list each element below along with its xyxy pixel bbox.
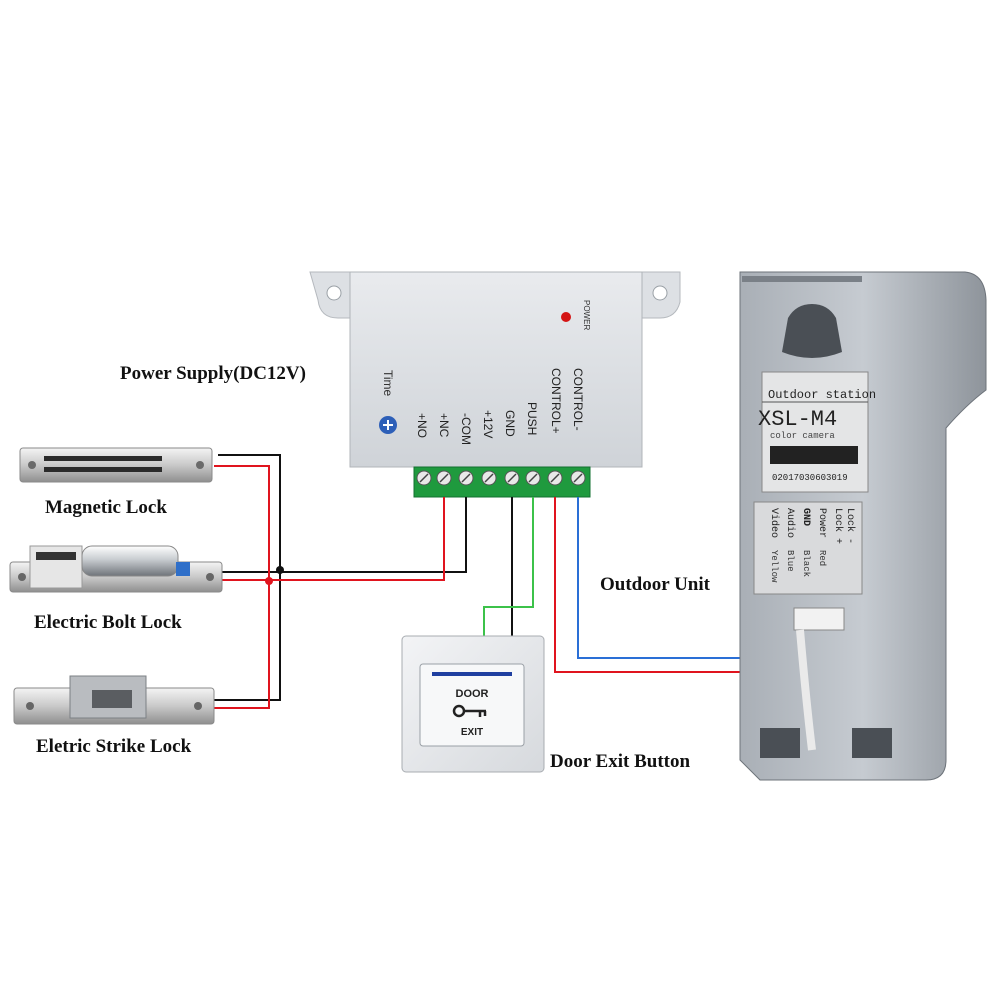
time-label: Time xyxy=(381,370,395,397)
wire-color-3: Black xyxy=(801,550,811,577)
electric-strike-lock xyxy=(13,675,215,725)
wire-color-5: Yellow xyxy=(769,550,779,583)
door-exit-button[interactable]: DOOR EXIT xyxy=(401,635,545,773)
terminal-label-12v: +12V xyxy=(481,410,495,438)
terminal-label-push: PUSH xyxy=(525,402,539,435)
power-led xyxy=(561,312,571,322)
time-knob-icon[interactable] xyxy=(379,416,397,434)
terminal-screw-slot-0 xyxy=(419,473,429,483)
terminal-label-nc: +NC xyxy=(437,413,451,438)
terminal-screw-slot-6 xyxy=(550,473,560,483)
key-icon xyxy=(452,704,487,718)
terminal-block xyxy=(413,466,591,498)
power-led-label: POWER xyxy=(582,300,591,330)
terminal-screw-slot-5 xyxy=(528,473,538,483)
terminal-screw-slot-1 xyxy=(439,473,449,483)
station-subtitle: color camera xyxy=(770,431,835,441)
station-title: Outdoor station xyxy=(768,388,876,402)
terminal-label-control-plus: CONTROL+ xyxy=(549,368,563,434)
wire-row-5: Video xyxy=(768,508,780,538)
wire-row-4: Audio xyxy=(784,508,796,538)
exit-button-door-text: DOOR xyxy=(456,688,489,700)
wire-row-1: Lock + xyxy=(832,508,844,544)
wire-connector xyxy=(793,607,845,631)
outdoor-unit-label: Outdoor Unit xyxy=(600,574,710,595)
magnetic-lock-label: Magnetic Lock xyxy=(45,497,167,518)
terminal-label-no: +NO xyxy=(415,413,429,438)
terminal-screw-slot-4 xyxy=(507,473,517,483)
power-supply-label: Power Supply(DC12V) xyxy=(120,363,306,384)
wire-color-2: Red xyxy=(817,550,827,566)
electric-bolt-lock xyxy=(9,545,223,593)
serial-barcode xyxy=(770,446,858,464)
outdoor-unit: Outdoor station XSL-M4 color camera 0201… xyxy=(739,271,987,781)
exit-button-exit-text: EXIT xyxy=(461,727,483,738)
wire-row-2: Power xyxy=(816,508,827,538)
magnetic-lock xyxy=(19,447,213,483)
station-model: XSL-M4 xyxy=(758,407,837,432)
terminal-label-com: -COM xyxy=(459,413,473,445)
terminal-screw-slot-7 xyxy=(573,473,583,483)
terminal-screw-slot-2 xyxy=(461,473,471,483)
terminal-label-gnd: GND xyxy=(503,410,517,437)
electric-bolt-lock-label: Electric Bolt Lock xyxy=(34,612,182,633)
station-serial: 02017030603019 xyxy=(772,473,848,483)
terminal-label-control-minus: CONTROL- xyxy=(571,368,585,431)
wire-color-4: Blue xyxy=(785,550,795,572)
door-exit-button-label: Door Exit Button xyxy=(550,751,691,772)
power-supply-box: POWER Time +NO +NC -COM +12V GND PUSH CO… xyxy=(309,271,681,468)
wire-row-0: Lock - xyxy=(844,508,856,544)
terminal-screw-slot-3 xyxy=(484,473,494,483)
wire-row-3: GND xyxy=(800,508,811,526)
strike-lock-label: Eletric Strike Lock xyxy=(36,736,192,757)
